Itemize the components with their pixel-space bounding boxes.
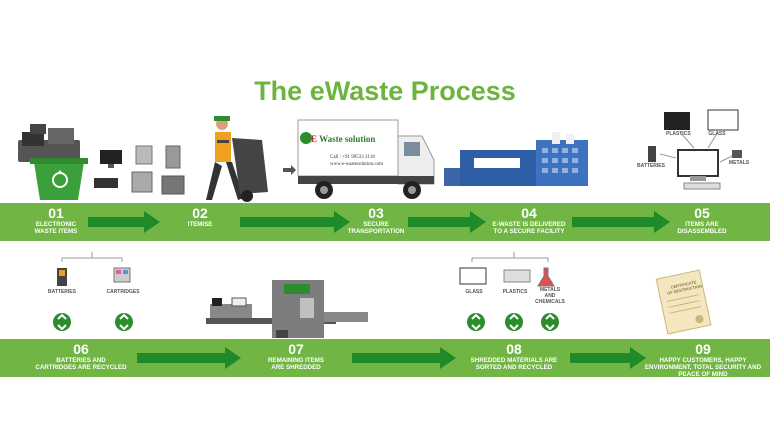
bracket-line: [61, 252, 123, 262]
battery-icon: [57, 268, 67, 286]
recycle-icons-row2b: [467, 313, 559, 331]
arrow-7-8: [352, 347, 456, 369]
sorted-materials-icon: [459, 252, 555, 287]
step-number: 02: [192, 205, 208, 221]
truck-phone: Call : +91 99533 3118: [330, 155, 375, 160]
worker-icon: [206, 116, 268, 202]
caption-batteries: BATTERIES: [637, 163, 665, 169]
small-arrow-icon: [283, 165, 296, 175]
truck-web: www.e-wastesolution.com: [330, 162, 383, 167]
step-label: SECURE TRANSPORTATION: [347, 221, 405, 235]
truck-brand-e: E: [311, 134, 318, 144]
step-label: E-WASTE IS DELIVERED TO A SECURE FACILIT…: [492, 221, 566, 235]
step-number: 05: [694, 205, 710, 221]
step-number: 08: [506, 341, 522, 357]
arrow-3-4: [408, 211, 486, 233]
certificate-icon: [655, 269, 712, 335]
step-label: ELECTRONIC WASTE ITEMS: [34, 221, 78, 235]
truck-brand: E Waste solution: [311, 134, 375, 144]
step-01: 01 ELECTRONIC WASTE ITEMS: [16, 205, 96, 236]
step-label: SHREDDED MATERIALS ARE SORTED AND RECYCL…: [470, 357, 558, 371]
step-label: ITEMS ARE DISASSEMBLED: [677, 221, 727, 235]
step-03: 03 SECURE TRANSPORTATION: [336, 205, 416, 236]
electronics-icon: [94, 145, 185, 195]
caption-plastics: PLASTICS: [666, 131, 691, 137]
caption-batteries-row2: BATTERIES: [48, 289, 76, 295]
step-label: HAPPY CUSTOMERS, HAPPY ENVIRONMENT, TOTA…: [644, 357, 762, 378]
truck-icon: [297, 119, 435, 199]
step-09: 09 HAPPY CUSTOMERS, HAPPY ENVIRONMENT, T…: [644, 341, 762, 379]
step-number: 03: [368, 205, 384, 221]
arrow-4-5: [572, 211, 670, 233]
arrow-1-2: [88, 211, 160, 233]
recycle-icons-row2a: [53, 313, 133, 331]
ewaste-bin-icon: [18, 124, 88, 200]
shredder-icon: [206, 280, 368, 338]
arrow-8-9: [570, 347, 646, 369]
page-title: The eWaste Process: [254, 76, 516, 106]
arrow-6-7: [137, 347, 241, 369]
step-label: REMAINING ITEMS ARE SHREDDED: [267, 357, 325, 371]
cartridge-icon: [113, 267, 131, 283]
step-07: 07 REMAINING ITEMS ARE SHREDDED: [254, 341, 338, 372]
step-02: 02 ITEMISE: [170, 205, 230, 229]
computer-icon: [648, 109, 742, 190]
caption-glass-row2: GLASS: [465, 289, 483, 295]
step-06: 06 BATTERIES AND CARTRIDGES ARE RECYCLED: [26, 341, 136, 372]
step-05: 05 ITEMS ARE DISASSEMBLED: [664, 205, 740, 236]
truck-contact: Call : +91 99533 3118 www.e-wastesolution…: [330, 154, 383, 168]
step-08: 08 SHREDDED MATERIALS ARE SORTED AND REC…: [462, 341, 566, 372]
step-number: 09: [695, 341, 711, 357]
truck-brand-rest: Waste solution: [317, 134, 376, 144]
caption-metals-chemicals: METALS AND CHEMICALS: [535, 287, 565, 305]
caption-metals: METALS: [728, 160, 750, 166]
caption-plastics-row2: PLASTICS: [502, 289, 528, 295]
caption-cartridges: CARTRIDGES: [106, 289, 140, 295]
step-04: 04 E-WASTE IS DELIVERED TO A SECURE FACI…: [484, 205, 574, 236]
facility-icon: [444, 132, 588, 186]
step-number: 07: [288, 341, 304, 357]
caption-glass: GLASS: [708, 131, 726, 137]
step-label: ITEMISE: [187, 221, 213, 228]
step-number: 06: [73, 341, 89, 357]
step-label: BATTERIES AND CARTRIDGES ARE RECYCLED: [35, 357, 127, 371]
step-number: 01: [48, 205, 64, 221]
arrow-2-3: [240, 211, 350, 233]
step-number: 04: [521, 205, 537, 221]
